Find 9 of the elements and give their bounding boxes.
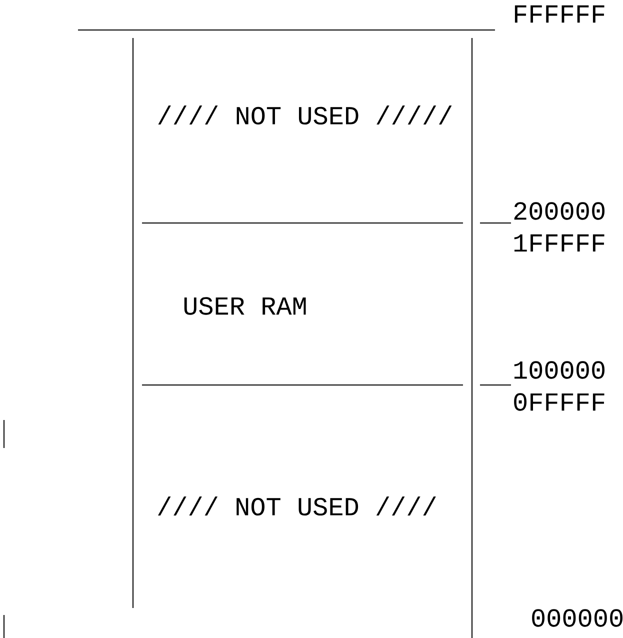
address-label: 200000 <box>514 202 604 220</box>
address-label: FFFFFF <box>514 5 604 23</box>
memory-region: USER RAM <box>184 297 306 315</box>
memory-region: //// NOT USED //// <box>158 496 436 516</box>
address-label: 1FFFFF <box>514 234 604 252</box>
address-label: 000000 <box>532 609 622 627</box>
memory-region: //// NOT USED ///// <box>158 105 452 125</box>
address-label: 100000 <box>514 361 604 379</box>
address-label: 0FFFFF <box>514 393 604 411</box>
